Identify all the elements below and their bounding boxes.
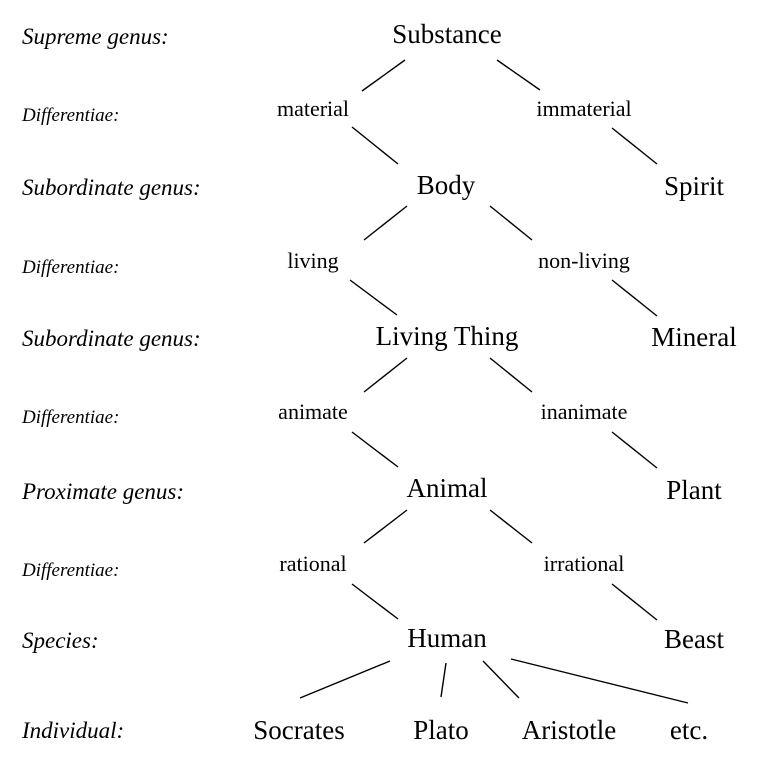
edge-animate-animal xyxy=(351,431,399,468)
node-irrational: irrational xyxy=(543,551,625,576)
level-label-species: Species: xyxy=(22,628,99,653)
node-etc: etc. xyxy=(669,715,709,745)
node-beast: Beast xyxy=(664,624,724,654)
node-aristotle: Aristotle xyxy=(521,715,617,745)
node-plant: Plant xyxy=(666,475,722,505)
level-label-subordinate-genus: Subordinate genus: xyxy=(22,326,201,351)
edge-living-living-thing xyxy=(349,279,398,316)
level-label-proximate-genus: Proximate genus: xyxy=(22,479,185,504)
edge-immaterial-spirit xyxy=(611,127,658,165)
node-inanimate: inanimate xyxy=(540,399,628,424)
edge-non-living-mineral xyxy=(611,279,658,317)
node-mineral: Mineral xyxy=(651,322,737,352)
node-rational: rational xyxy=(279,551,347,576)
edge-animal-rational xyxy=(363,509,408,544)
level-label-differentiae: Differentiae: xyxy=(22,407,120,428)
node-immaterial: immaterial xyxy=(536,96,632,121)
edge-human-socrates xyxy=(299,660,391,699)
level-label-differentiae: Differentiae: xyxy=(22,105,120,126)
node-living-thing: Living Thing xyxy=(375,321,519,351)
level-label-subordinate-genus: Subordinate genus: xyxy=(22,175,201,200)
node-socrates: Socrates xyxy=(253,715,345,745)
edge-inanimate-plant xyxy=(611,431,658,469)
edge-human-aristotle xyxy=(482,660,520,699)
edge-living-thing-animate xyxy=(363,357,408,393)
node-plato: Plato xyxy=(413,715,469,745)
level-label-supreme-genus: Supreme genus: xyxy=(22,24,169,49)
edge-substance-material xyxy=(361,59,406,92)
edge-living-thing-inanimate xyxy=(489,357,533,393)
node-human: Human xyxy=(407,623,487,653)
edge-human-etc xyxy=(510,658,689,704)
edge-rational-human xyxy=(351,583,399,620)
level-label-individual: Individual: xyxy=(22,718,125,743)
node-substance: Substance xyxy=(392,19,502,49)
level-label-differentiae: Differentiae: xyxy=(22,560,120,581)
edge-material-body xyxy=(351,126,399,165)
node-living: living xyxy=(287,248,339,273)
edge-irrational-beast xyxy=(611,583,658,621)
edge-human-plato xyxy=(440,662,447,698)
edge-animal-irrational xyxy=(489,509,533,544)
edge-body-living xyxy=(363,205,408,241)
edge-body-non-living xyxy=(489,205,533,241)
node-non-living: non-living xyxy=(538,248,630,273)
edge-substance-immaterial xyxy=(496,59,541,91)
node-material: material xyxy=(276,96,350,121)
node-animal: Animal xyxy=(406,473,488,503)
level-label-differentiae: Differentiae: xyxy=(22,257,120,278)
node-animate: animate xyxy=(278,399,348,424)
node-body: Body xyxy=(416,170,476,200)
node-spirit: Spirit xyxy=(663,171,725,201)
